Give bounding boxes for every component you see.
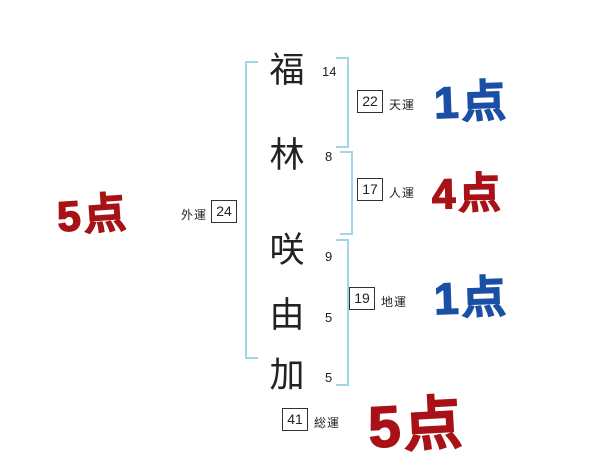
stroke-count-4: 5: [325, 310, 333, 325]
bracket-tick-bottom: [245, 357, 258, 359]
gaiun-value-box: 24: [211, 200, 237, 223]
bracket-tick-bottom: [340, 233, 353, 235]
chiun-bracket: [336, 239, 349, 386]
bracket-tick-top: [245, 61, 258, 63]
gaiun-label: 外運: [181, 208, 208, 222]
jinun-value-box: 17: [357, 178, 383, 201]
bracket-tick-top: [336, 57, 349, 59]
stroke-count-2: 8: [325, 149, 333, 164]
tenun-bracket: [336, 57, 349, 148]
chiun-score: 1点: [433, 272, 511, 325]
gaiun-bracket: [245, 61, 258, 359]
jinun-label: 人運: [389, 186, 416, 200]
bracket-tick-top: [340, 151, 353, 153]
soun-value-box: 41: [282, 408, 308, 431]
tenun-value-box: 22: [357, 90, 383, 113]
chiun-value-box: 19: [349, 287, 375, 310]
name-character-2: 林: [269, 136, 305, 176]
name-character-1: 福: [269, 51, 305, 91]
name-character-5: 加: [269, 356, 305, 396]
tenun-score: 1点: [433, 76, 511, 129]
jinun-score: 4点: [431, 169, 505, 219]
gaiun-score: 5点: [55, 188, 131, 241]
name-character-3: 咲: [269, 231, 305, 271]
tenun-label: 天運: [389, 98, 416, 112]
bracket-tick-top: [336, 239, 349, 241]
soun-label: 総運: [314, 416, 341, 430]
bracket-tick-bottom: [336, 384, 349, 386]
stroke-count-5: 5: [325, 370, 333, 385]
bracket-line: [347, 239, 349, 386]
bracket-tick-bottom: [336, 146, 349, 148]
stroke-count-1: 14: [322, 64, 337, 79]
stroke-count-3: 9: [325, 249, 333, 264]
chiun-label: 地運: [381, 295, 408, 309]
name-character-4: 由: [269, 296, 305, 336]
jinun-bracket: [340, 151, 353, 235]
bracket-line: [347, 57, 349, 148]
bracket-line: [351, 151, 353, 235]
bracket-line: [245, 61, 247, 359]
soun-score: 5点: [366, 390, 467, 461]
